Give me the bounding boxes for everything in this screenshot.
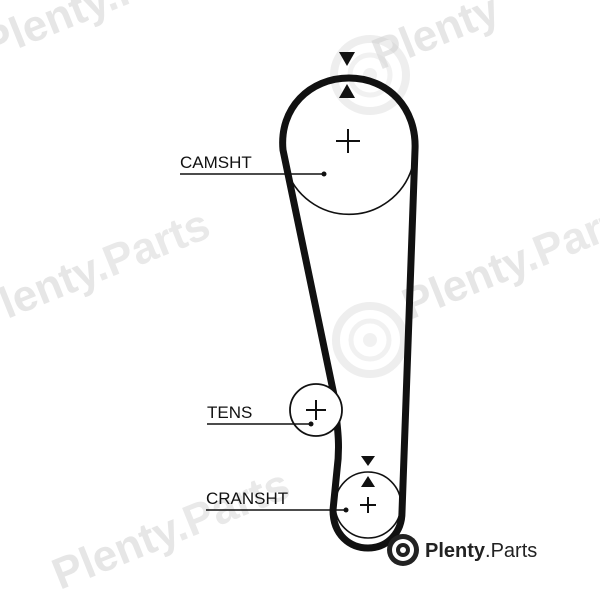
crankshaft-pulley [334,471,402,539]
brand-logo: Plenty.Parts [387,534,537,566]
watermark-text: Plenty.Parts [45,460,296,589]
watermark-logo-icon [332,302,408,378]
brand-name: Plenty.Parts [425,540,537,562]
camshaft-timing-mark-icon [339,52,355,98]
watermark-text: Plenty.Parts [0,200,217,339]
brake-disc-icon [387,534,419,566]
tensioner-pulley [289,383,343,437]
timing-belt [279,74,419,552]
tensioner-label: TENS [207,403,252,422]
crankshaft-label: CRANSHT [206,489,288,508]
watermark-text: Plenty.Parts [395,190,600,329]
camshaft-label: CAMSHT [180,153,252,172]
watermark-text: Plenty.Parts [0,0,227,69]
label-leader-lines [180,173,346,511]
crankshaft-timing-mark-icon [361,456,375,487]
camshaft-pulley [285,129,413,216]
leader-dots [308,171,349,513]
